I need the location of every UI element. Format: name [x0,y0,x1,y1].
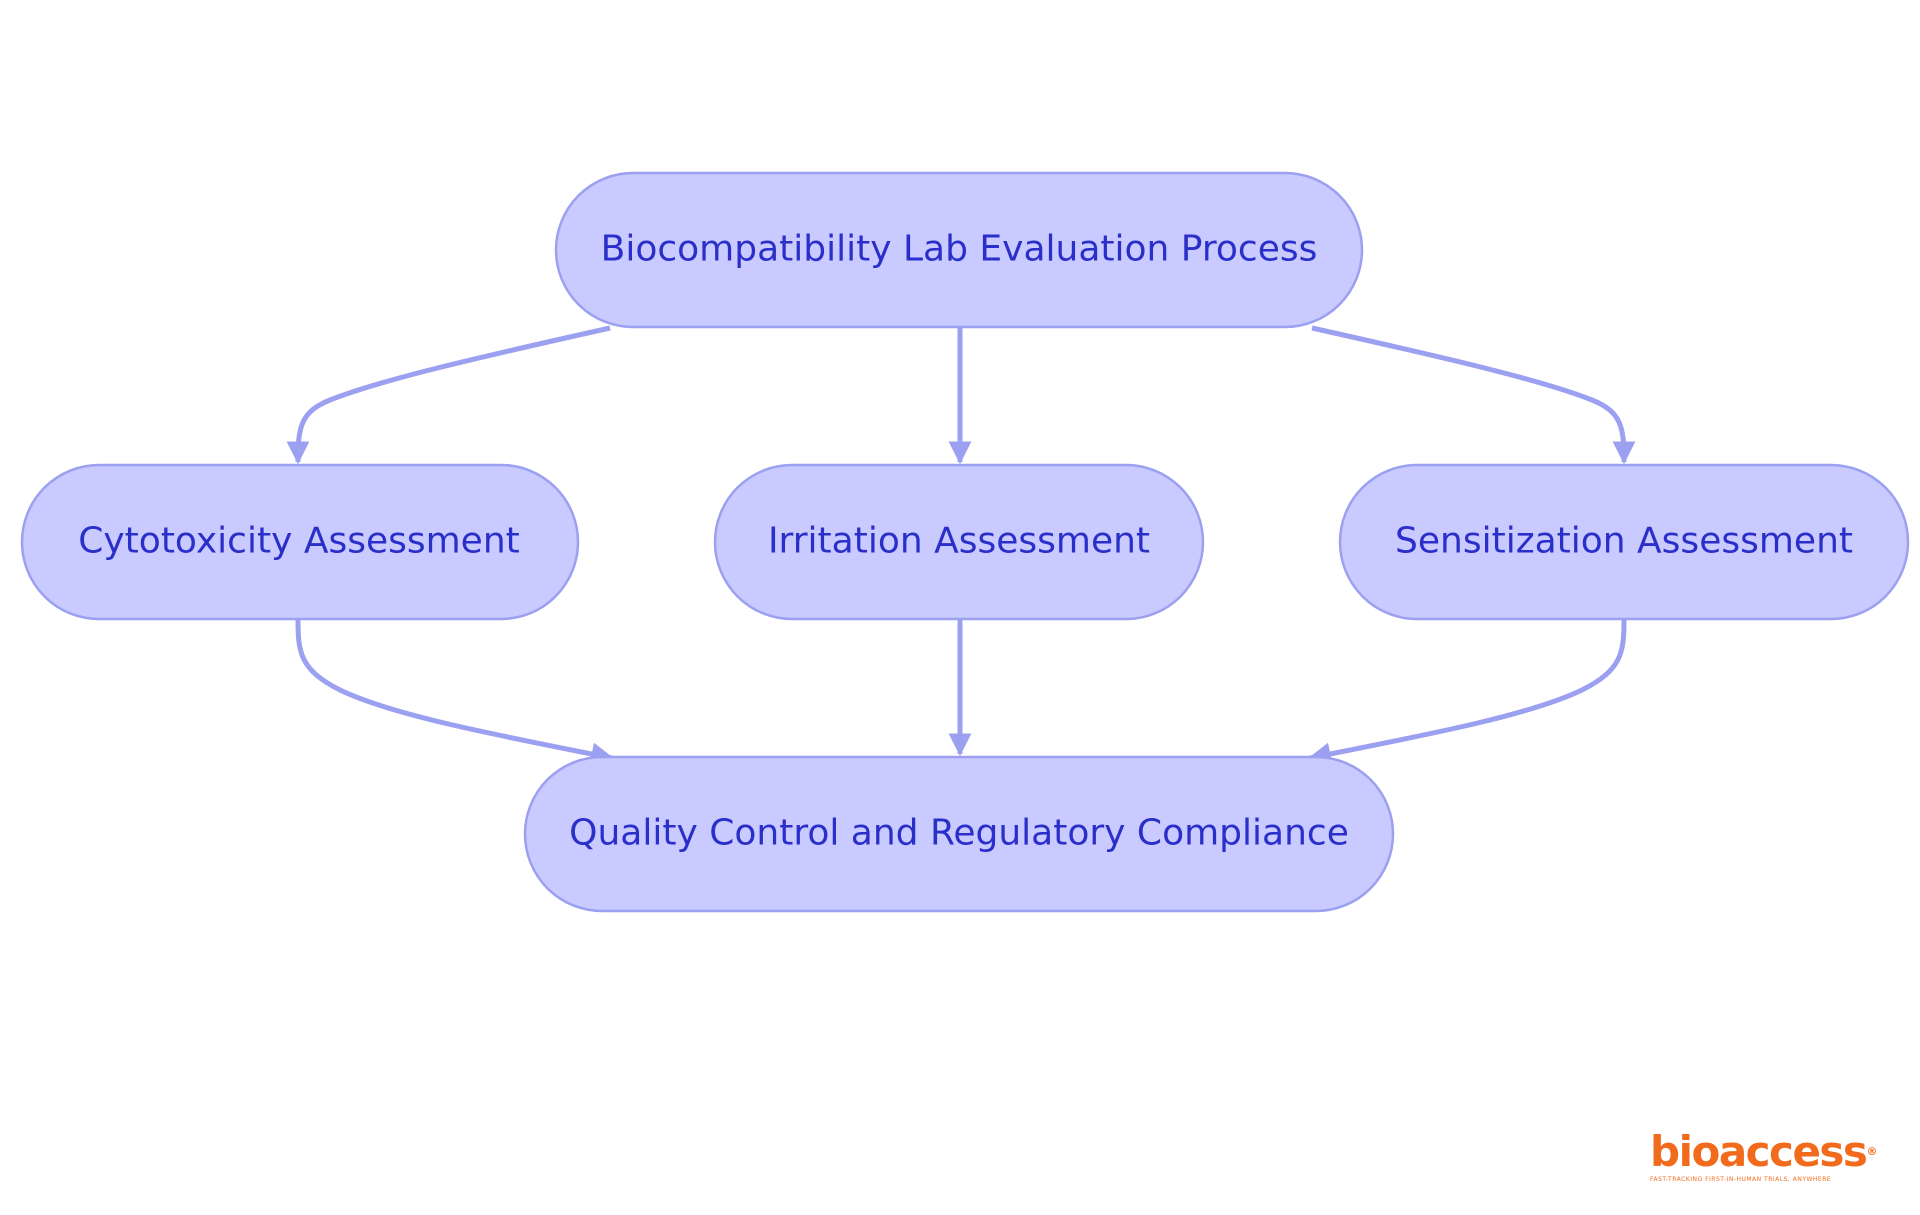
node-label: Biocompatibility Lab Evaluation Process [601,229,1318,270]
edge-root-to-sensitization [1311,325,1636,465]
edge-root-to-cytotoxicity [286,325,611,465]
logo-wordmark: bioaccess® [1650,1130,1890,1174]
bioaccess-logo: bioaccess® FAST-TRACKING FIRST-IN-HUMAN … [1650,1130,1890,1190]
node-sensitization-assessment: Sensitization Assessment [1338,463,1910,621]
node-label: Irritation Assessment [768,521,1150,562]
logo-name: bioaccess [1650,1127,1868,1176]
edge-sensitization-to-quality [1307,619,1627,766]
logo-tagline: FAST-TRACKING FIRST-IN-HUMAN TRIALS, ANY… [1650,1176,1832,1183]
node-label: Quality Control and Regulatory Complianc… [569,813,1349,854]
node-biocompatibility-process: Biocompatibility Lab Evaluation Process [554,171,1364,329]
node-irritation-assessment: Irritation Assessment [713,463,1205,621]
node-label: Cytotoxicity Assessment [78,521,520,562]
node-quality-control: Quality Control and Regulatory Complianc… [523,755,1395,913]
registered-mark: ® [1866,1145,1877,1158]
node-label: Sensitization Assessment [1395,521,1853,562]
node-cytotoxicity-assessment: Cytotoxicity Assessment [20,463,580,621]
edge-cytotoxicity-to-quality [295,619,615,766]
